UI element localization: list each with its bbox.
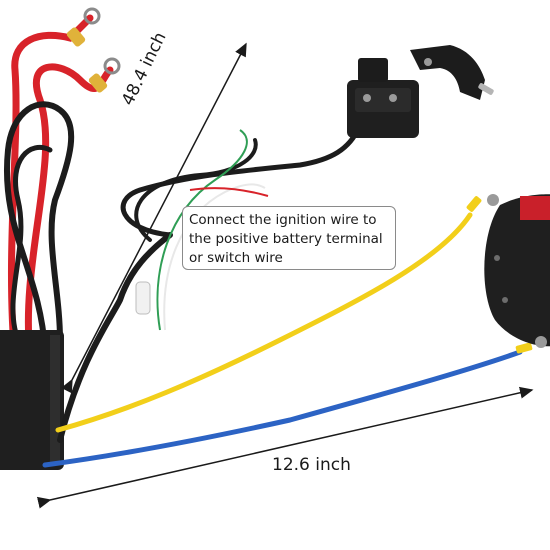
handlebar-clamp: [410, 45, 494, 100]
clamp-bolt: [424, 58, 432, 66]
callout-line-2: the positive battery terminal: [189, 231, 383, 247]
motor-stud: [535, 336, 547, 348]
black-battery-cable-loop: [10, 145, 53, 348]
horizontal-dimension-arrow: [36, 386, 534, 509]
housing-bolt: [502, 297, 508, 303]
remote-switch-face: [355, 88, 411, 112]
horizontal-length-label: 12.6 inch: [272, 455, 351, 475]
ring-terminal: [83, 7, 101, 25]
ignition-wire-callout: Connect the ignition wire to the positiv…: [182, 206, 396, 270]
yellow-terminal: [466, 196, 482, 212]
callout-line-3: or switch wire: [189, 250, 283, 266]
terminal-sleeve: [66, 27, 86, 47]
clamp-bolt-shaft: [478, 83, 494, 95]
remote-cable: [57, 232, 173, 443]
housing-bolt: [494, 255, 500, 261]
mount-screw: [363, 94, 371, 102]
winch-motor: [484, 194, 550, 348]
yellow-terminal: [515, 342, 533, 354]
remote-switch: [347, 58, 419, 138]
battery-cable-bundle: [4, 7, 121, 364]
callout-line-1: Connect the ignition wire to: [189, 212, 377, 228]
red-battery-cable: [7, 14, 94, 364]
control-box-edge: [50, 335, 60, 465]
inline-connector: [135, 281, 151, 315]
motor-stud: [487, 194, 499, 206]
handlebar-clamp-arm: [410, 45, 485, 100]
remote-switch-mount: [358, 58, 388, 82]
vertical-dimension-arrow: [61, 42, 247, 394]
red-ignition-wire: [189, 187, 269, 197]
mount-screw: [389, 94, 397, 102]
winch-label-band: [520, 196, 550, 220]
winch-motor-housing: [484, 194, 550, 347]
